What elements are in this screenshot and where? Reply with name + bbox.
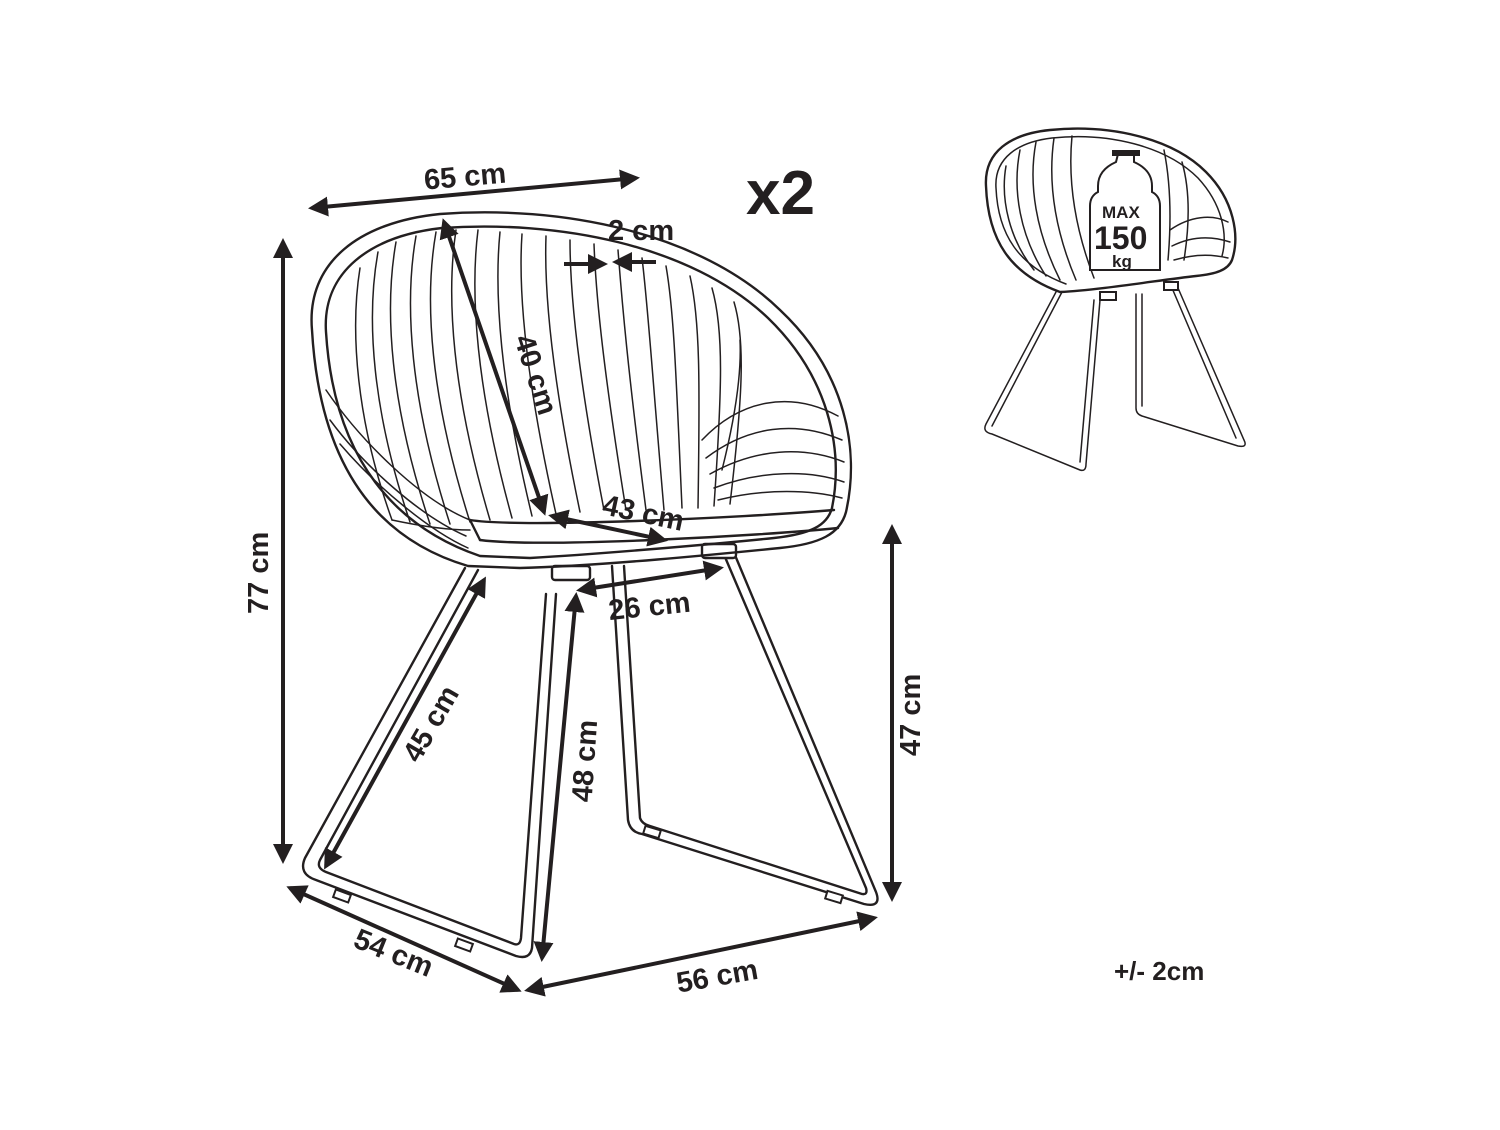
label-seat-height-front: 48 cm <box>567 719 605 803</box>
quantity-label: x2 <box>746 159 815 228</box>
dim-line-base-depth <box>286 885 522 993</box>
label-leg-spacing: 26 cm <box>607 587 692 627</box>
tolerance-note: +/- 2cm <box>1114 956 1204 986</box>
dim-line-leg-spacing <box>576 560 724 598</box>
dim-line-seat-depth <box>548 509 668 547</box>
main-chair-drawing: 65 cm 2 cm 40 cm 43 cm 26 cm 77 cm 45 cm… <box>243 158 927 1000</box>
badge-weight-value: 150 <box>1094 220 1147 256</box>
dimension-lines <box>273 169 902 997</box>
dim-line-leg-diagonal <box>324 576 486 870</box>
label-rim-thickness: 2 cm <box>608 215 674 247</box>
label-backrest-height: 40 cm <box>507 331 563 419</box>
thumbnail-shell <box>984 127 1237 294</box>
label-base-width: 56 cm <box>674 954 761 1000</box>
dim-line-backrest <box>439 218 549 516</box>
label-overall-height: 77 cm <box>243 532 275 614</box>
label-leg-diagonal: 45 cm <box>397 680 466 767</box>
dimension-labels: 65 cm 2 cm 40 cm 43 cm 26 cm 77 cm 45 cm… <box>243 158 927 1000</box>
badge-unit-label: kg <box>1112 252 1132 271</box>
dim-line-seat-height-front <box>533 592 585 962</box>
label-overall-width: 65 cm <box>423 158 508 197</box>
badge-max-label: MAX <box>1102 203 1140 222</box>
thumbnail-chair-drawing: MAX 150 kg <box>984 127 1246 472</box>
dim-line-base-width <box>524 911 878 997</box>
weight-icon: MAX 150 kg <box>1089 150 1161 271</box>
dim-line-overall-width <box>308 169 640 217</box>
thumbnail-legs <box>984 281 1246 472</box>
label-seat-height-side: 47 cm <box>895 674 927 756</box>
